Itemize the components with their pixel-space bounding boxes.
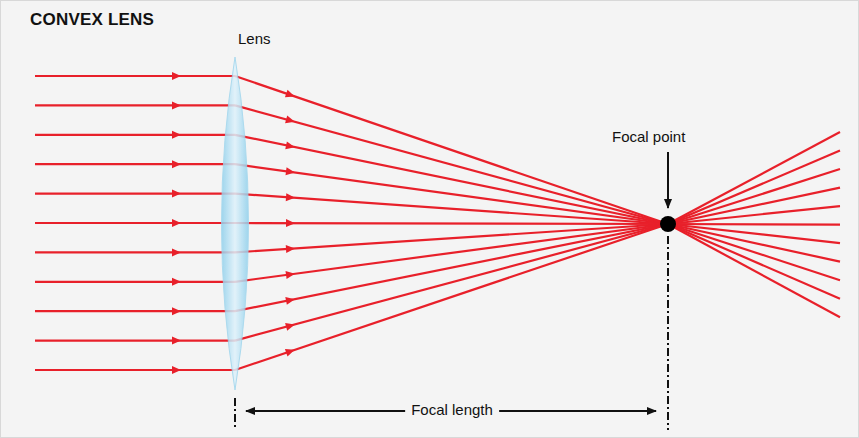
ray-arrowhead (172, 101, 181, 109)
light-ray (235, 224, 668, 282)
dimension-label: Focal length (405, 401, 499, 418)
light-ray (35, 222, 235, 224)
light-ray (668, 188, 840, 224)
ray-arrowhead (286, 270, 296, 279)
ray-arrowhead (285, 141, 295, 151)
light-ray (235, 105, 668, 224)
ray-arrowhead (172, 248, 181, 256)
light-ray (35, 163, 235, 165)
ray-arrowhead (285, 346, 296, 356)
ray-arrowhead (285, 321, 296, 331)
light-rays (35, 72, 840, 374)
ray-arrowhead (172, 190, 181, 198)
ray-arrowhead (285, 295, 295, 305)
part-label: Lens (238, 30, 271, 47)
ray-arrowhead (286, 244, 296, 253)
light-ray (668, 151, 840, 224)
dash-dot-line (667, 236, 669, 430)
part-label: Focal point (612, 128, 685, 145)
focal-dot (660, 216, 676, 232)
light-ray (668, 132, 840, 224)
ray-arrowhead (172, 72, 181, 80)
light-ray (35, 134, 235, 136)
ray-arrowhead (172, 366, 181, 374)
ray-arrowhead (172, 219, 181, 227)
light-ray (235, 135, 668, 224)
light-ray (668, 224, 840, 317)
pointer-arrow (667, 152, 669, 208)
ray-arrowhead (285, 167, 295, 176)
ray-arrowhead (286, 193, 296, 202)
dash-dot-line (234, 398, 236, 430)
convex-lens (222, 57, 249, 390)
ray-arrowhead (285, 90, 296, 100)
light-ray (35, 310, 235, 312)
light-ray (35, 281, 235, 283)
light-ray (668, 223, 840, 226)
light-ray (235, 224, 668, 341)
light-ray (35, 104, 235, 106)
light-ray (235, 164, 668, 224)
ray-arrowhead (172, 160, 181, 168)
light-ray (35, 369, 235, 371)
light-ray (35, 75, 235, 77)
light-ray (668, 224, 840, 280)
ray-arrowhead (172, 307, 181, 315)
light-ray (235, 76, 668, 224)
light-ray (668, 224, 840, 262)
ray-arrowhead (172, 337, 181, 345)
light-ray (235, 194, 668, 224)
light-ray (668, 224, 840, 243)
ray-arrowhead (285, 116, 296, 126)
light-ray (35, 193, 235, 195)
light-ray (35, 251, 235, 253)
diagram-title: CONVEX LENS (30, 10, 154, 30)
light-ray (35, 340, 235, 342)
light-ray (235, 223, 668, 224)
ray-arrowhead (172, 131, 181, 139)
ray-arrowhead (172, 278, 181, 286)
light-ray (235, 224, 668, 370)
ray-arrowhead (286, 219, 295, 227)
light-ray (668, 224, 840, 299)
